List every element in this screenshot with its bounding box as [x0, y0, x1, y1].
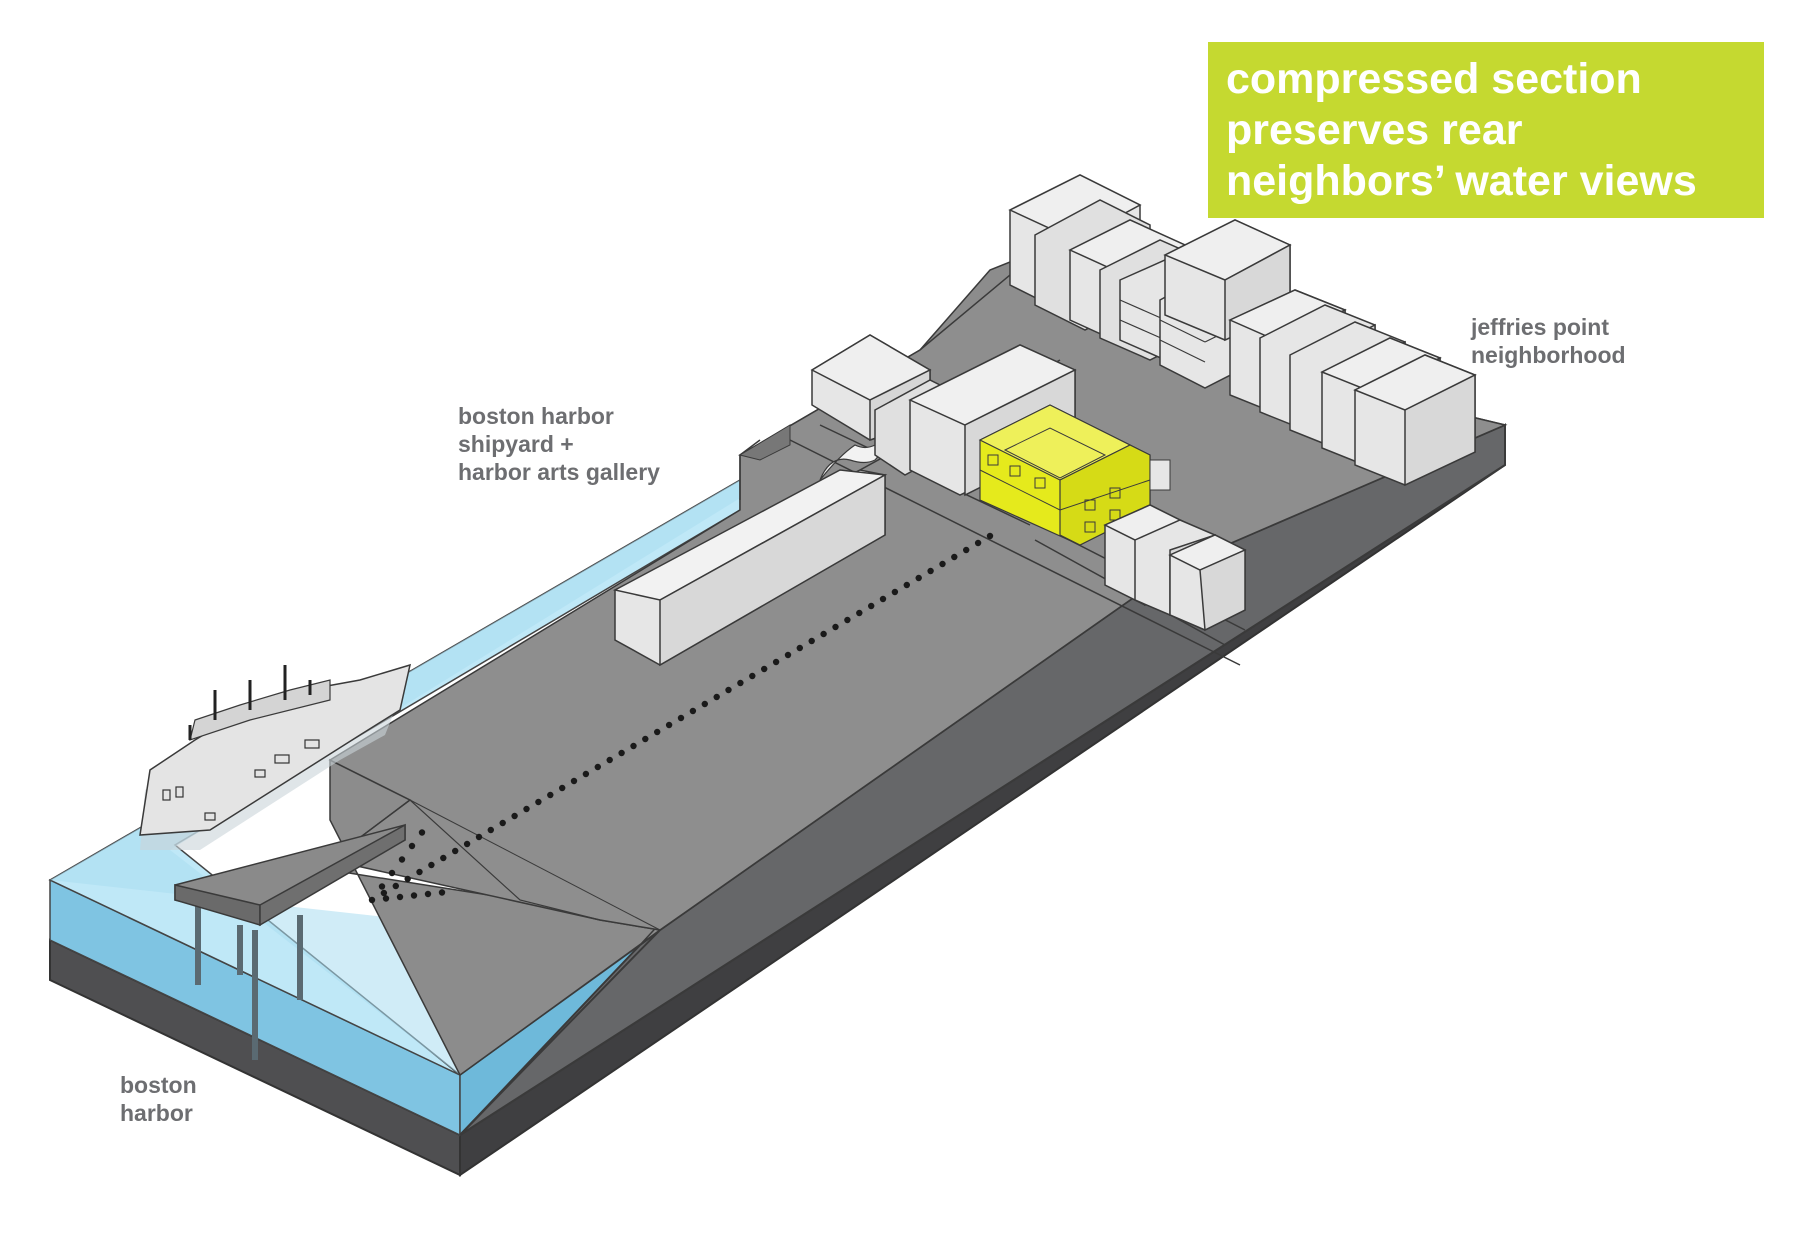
arrow-shaft-dot: [511, 812, 518, 820]
arrow-shaft-dot: [428, 861, 435, 869]
arrow-shaft-dot: [440, 854, 447, 862]
label-jeffries-line-2: neighborhood: [1471, 342, 1626, 368]
street-buildings: [1103, 504, 1247, 632]
arrow-shaft-dot: [392, 882, 399, 890]
arrow-shaft-dot: [689, 707, 697, 715]
label-shipyard: boston harbor shipyard + harbor arts gal…: [458, 402, 660, 486]
arrow-head-dot: [408, 842, 416, 850]
arrow-shaft-dot: [832, 623, 839, 631]
label-shipyard-line-3: harbor arts gallery: [458, 459, 660, 485]
arrow-head-dot: [424, 890, 432, 898]
pier: [174, 823, 406, 1060]
arrow-shaft-dot: [951, 553, 958, 561]
arrow-shaft-dot: [618, 749, 625, 757]
arrow-shaft-dot: [868, 602, 875, 610]
arrow-shaft-dot: [523, 805, 530, 813]
arrow-head-dot: [396, 893, 404, 901]
arrow-shaft-dot: [452, 847, 459, 855]
label-shipyard-line-1: boston harbor: [458, 403, 614, 429]
arrow-shaft-dot: [784, 651, 792, 659]
arrow-head-dot: [410, 892, 418, 899]
arrow-head-dot: [418, 829, 426, 836]
arrow-shaft-dot: [737, 679, 744, 687]
callout-box: [1208, 42, 1764, 218]
arrow-shaft-dot: [915, 574, 922, 582]
arrow-shaft-dot: [927, 567, 934, 575]
arrow-shaft-dot: [499, 819, 506, 827]
arrow-shaft-dot: [749, 672, 756, 680]
arrow-shaft-dot: [475, 833, 483, 841]
arrow-shaft-dot: [808, 637, 815, 645]
label-boston-harbor: boston harbor: [120, 1071, 197, 1127]
arrow-shaft-dot: [594, 763, 601, 771]
arrow-shaft-dot: [820, 630, 827, 638]
arrow-shaft-dot: [725, 686, 732, 694]
arrow-shaft-dot: [404, 875, 411, 883]
label-harbor-line-2: harbor: [120, 1100, 193, 1126]
arrow-shaft-dot: [761, 665, 768, 673]
label-harbor-line-1: boston: [120, 1072, 197, 1098]
arrow-shaft-dot: [903, 581, 910, 589]
callout-line-2: preserves rear: [1226, 106, 1523, 154]
arrow-shaft-dot: [963, 546, 970, 554]
arrow-head-dot: [388, 869, 396, 877]
arrow-shaft-dot: [844, 616, 851, 624]
arrow-shaft-dot: [535, 798, 542, 806]
arrow-shaft-dot: [630, 742, 637, 750]
arrow-shaft-dot: [986, 532, 994, 540]
arrow-shaft-dot: [570, 777, 578, 785]
arrow-shaft-dot: [380, 889, 388, 897]
arrow-head-dot: [398, 856, 406, 863]
arrow-shaft-dot: [416, 868, 423, 876]
arrow-shaft-dot: [939, 560, 946, 568]
label-jeffries-line-1: jeffries point: [1471, 314, 1610, 340]
arrow-shaft-dot: [974, 539, 982, 547]
shipyard-gallery-building: [612, 444, 888, 667]
arrow-shaft-dot: [642, 735, 649, 743]
jeffries-point-houses: [1008, 174, 1477, 487]
ship: [139, 663, 412, 850]
arrow-shaft-dot: [772, 658, 780, 666]
callout-text: compressed section preserves rear neighb…: [1226, 54, 1697, 207]
arrow-shaft-dot: [547, 791, 554, 799]
arrow-shaft-dot: [796, 644, 803, 652]
arrow-shaft-dot: [713, 693, 720, 701]
arrow-shaft-dot: [463, 840, 471, 848]
label-shipyard-line-2: shipyard +: [458, 431, 574, 457]
arrow-shaft-dot: [879, 595, 887, 603]
label-jeffries-point: jeffries point neighborhood: [1471, 313, 1626, 369]
arrow-head-dot: [438, 889, 446, 896]
arrow-shaft-dot: [368, 896, 376, 904]
arrow-shaft-dot: [677, 714, 685, 722]
arrow-shaft-dot: [891, 588, 899, 596]
harbor-water-surface: [48, 478, 745, 1076]
arrow-shaft-dot: [582, 770, 590, 778]
proposed-building-highlight: [978, 404, 1171, 546]
arrow-head-dot: [382, 895, 390, 902]
arrow-shaft-dot: [665, 721, 673, 729]
arrow-shaft-dot: [606, 756, 613, 764]
view-corridor-arrow: [368, 532, 994, 904]
arrow-shaft-dot: [559, 784, 566, 792]
arrow-shaft-dot: [487, 826, 494, 834]
arrow-shaft-dot: [701, 700, 708, 708]
arrow-shaft-dot: [856, 609, 863, 617]
callout-line-3: neighbors’ water views: [1226, 157, 1697, 205]
callout-line-1: compressed section: [1226, 55, 1642, 103]
arrow-shaft-dot: [654, 728, 661, 736]
arrow-head-dot: [378, 883, 386, 890]
